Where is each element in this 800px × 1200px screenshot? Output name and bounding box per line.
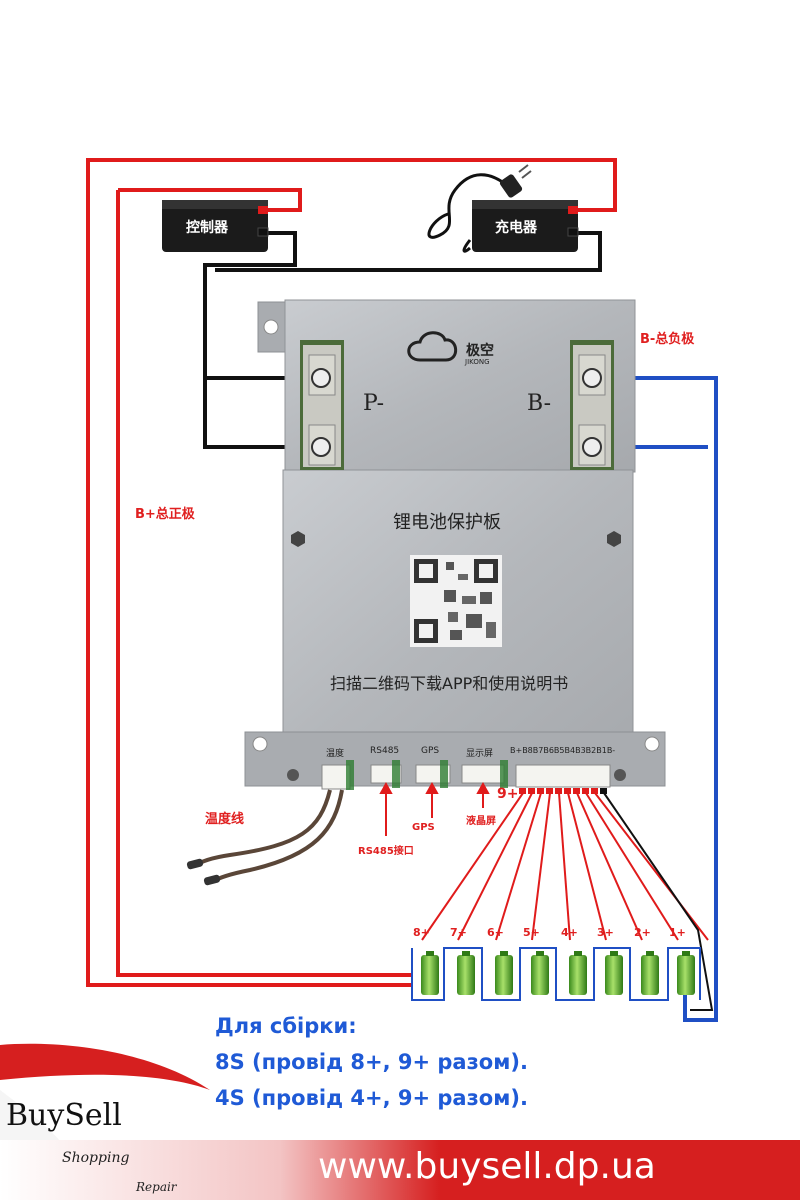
gps-label: GPS [412, 822, 435, 833]
caption-line-1: Для сбірки: [215, 1014, 357, 1038]
board-title: 锂电池保护板 [393, 512, 501, 533]
b-plus-wire [86, 158, 617, 987]
b-total-positive-label: B+总正极 [135, 507, 195, 522]
bms-board [244, 299, 666, 790]
brand-url[interactable]: www.buysell.dp.ua [318, 1146, 656, 1187]
temp-probe-icon [186, 858, 221, 886]
cell-series-links [411, 947, 701, 1001]
cell-label-3: 3+ [597, 926, 614, 939]
cell-label-7: 7+ [450, 926, 467, 939]
power-plug-icon [427, 164, 532, 253]
cell-label-6: 6+ [487, 926, 504, 939]
url-banner [0, 1140, 800, 1200]
brand-name: BuySell [6, 1098, 122, 1133]
controller-box [162, 200, 269, 252]
temp-wire-label: 温度线 [205, 812, 245, 827]
cell-label-8: 8+ [413, 926, 430, 939]
rs485-port-label: RS485接口 [358, 846, 414, 857]
caption-line-3: 4S (провід 4+, 9+ разом). [215, 1086, 528, 1110]
nine-plus-label: 9+ [497, 786, 519, 802]
brand-repair: Repair [136, 1180, 177, 1194]
cell-label-5: 5+ [523, 926, 540, 939]
logo-cn: 极空 [466, 343, 494, 359]
qr-code-icon [410, 555, 502, 647]
port-rs485-label: RS485 [370, 746, 400, 756]
b-minus-label: B- [527, 391, 552, 416]
balance-wire-black [603, 792, 714, 1011]
controller-label: 控制器 [186, 220, 228, 236]
caption-line-2: 8S (провід 8+, 9+ разом). [215, 1050, 528, 1074]
charger-box [472, 200, 579, 252]
lcd-label: 液晶屏 [466, 816, 496, 827]
b-total-negative-label: B-总负极 [640, 332, 695, 347]
logo-en: JIKONG [465, 358, 490, 366]
brand-shopping: Shopping [62, 1150, 130, 1166]
battery-cells [421, 951, 695, 995]
port-temp-label: 温度 [326, 749, 345, 759]
charger-label: 充电器 [495, 220, 537, 236]
cell-label-4: 4+ [561, 926, 578, 939]
port-display-label: 显示屏 [466, 749, 494, 759]
cell-label-2: 2+ [634, 926, 651, 939]
port-gps-label: GPS [421, 746, 440, 756]
p-minus-label: P- [363, 391, 385, 416]
temp-sensor-wires [193, 789, 344, 884]
cell-label-1: 1+ [669, 926, 686, 939]
port-balance-label: B+B8B7B6B5B4B3B2B1B- [510, 746, 616, 755]
balance-wires [421, 792, 709, 941]
scan-instruction: 扫描二维码下载APP和使用说明书 [330, 674, 569, 693]
balance-plugs [519, 788, 607, 794]
pointer-arrows [379, 781, 490, 836]
